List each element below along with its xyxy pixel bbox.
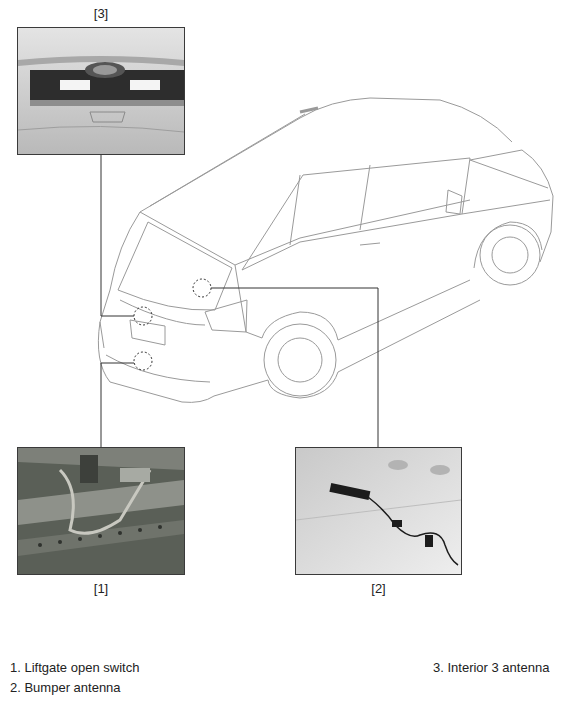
legend-item: 2. Bumper antenna [10,680,121,695]
photo-panel: [2] [295,447,462,575]
panel-label: [2] [296,581,461,596]
legend-item: 3. Interior 3 antenna [433,660,549,675]
panel-label: [1] [18,581,184,596]
photo-panel: [1] [17,447,185,575]
legend-item: 1. Liftgate open switch [10,660,139,675]
panel-label: [3] [18,6,184,21]
photo-panel: [3] [17,27,185,155]
